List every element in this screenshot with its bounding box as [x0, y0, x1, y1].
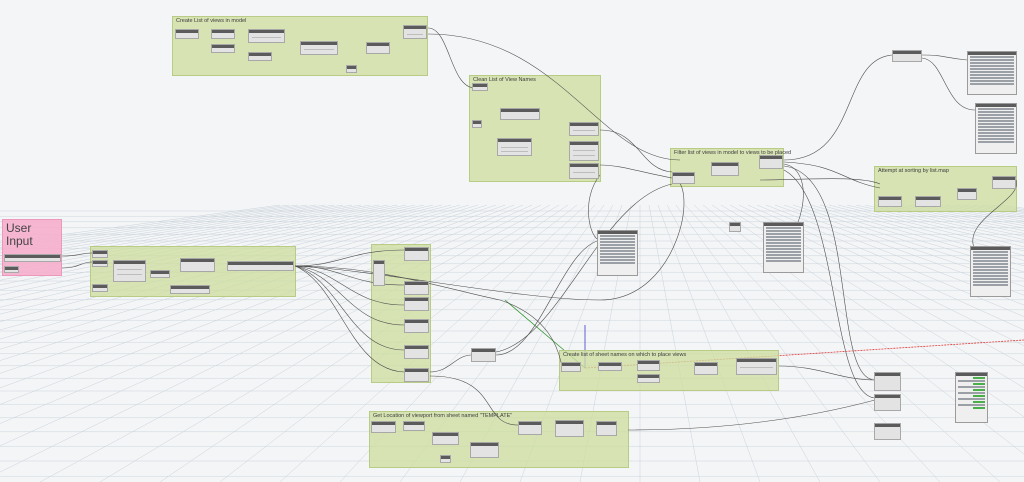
- node[interactable]: [371, 421, 396, 433]
- node[interactable]: [92, 260, 108, 267]
- group-title: Create List of views in model: [176, 18, 247, 24]
- node[interactable]: [497, 138, 532, 156]
- node[interactable]: [211, 44, 235, 53]
- node[interactable]: [518, 421, 542, 435]
- node[interactable]: [113, 260, 146, 282]
- node[interactable]: [598, 362, 622, 371]
- node[interactable]: [569, 163, 599, 179]
- node[interactable]: [596, 421, 617, 436]
- watch-node[interactable]: [597, 230, 638, 276]
- node[interactable]: [736, 358, 777, 375]
- group-title: User Input: [6, 221, 33, 248]
- node[interactable]: [4, 254, 61, 262]
- node[interactable]: [637, 374, 660, 383]
- node[interactable]: [404, 319, 429, 333]
- node[interactable]: [892, 50, 922, 62]
- node[interactable]: [404, 345, 429, 359]
- node[interactable]: [470, 442, 499, 458]
- node[interactable]: [729, 222, 741, 232]
- node[interactable]: [472, 120, 482, 128]
- node[interactable]: [404, 368, 429, 382]
- node[interactable]: [637, 360, 660, 371]
- watch-node[interactable]: [763, 222, 804, 273]
- node[interactable]: [759, 155, 783, 169]
- node[interactable]: [211, 29, 235, 39]
- group-title: Create list of sheet names on which to p…: [563, 352, 687, 358]
- group-title: Get Location of viewport from sheet name…: [373, 413, 513, 419]
- node[interactable]: [569, 141, 599, 161]
- node[interactable]: [180, 258, 215, 272]
- node[interactable]: [694, 362, 718, 375]
- watch-node-with-booleans[interactable]: [955, 372, 988, 423]
- node[interactable]: [957, 188, 977, 200]
- node[interactable]: [300, 41, 338, 55]
- node[interactable]: [175, 29, 199, 39]
- node[interactable]: [4, 266, 19, 273]
- node[interactable]: [555, 420, 584, 437]
- node[interactable]: [366, 42, 390, 54]
- node[interactable]: [878, 196, 902, 207]
- node[interactable]: [874, 372, 901, 391]
- node[interactable]: [432, 432, 459, 445]
- node[interactable]: [404, 281, 429, 295]
- watch-node[interactable]: [975, 103, 1017, 154]
- node[interactable]: [711, 162, 739, 176]
- node[interactable]: [373, 260, 385, 286]
- node[interactable]: [569, 122, 599, 136]
- node[interactable]: [472, 83, 488, 91]
- node[interactable]: [471, 348, 496, 362]
- node[interactable]: [915, 196, 941, 207]
- node[interactable]: [403, 25, 427, 39]
- watch-node[interactable]: [970, 246, 1011, 297]
- node[interactable]: [500, 108, 540, 120]
- node[interactable]: [92, 284, 108, 292]
- node[interactable]: [561, 362, 581, 372]
- node[interactable]: [404, 297, 429, 311]
- node[interactable]: [248, 52, 272, 61]
- node[interactable]: [346, 65, 357, 73]
- node[interactable]: [992, 176, 1016, 189]
- node[interactable]: [874, 394, 901, 411]
- node[interactable]: [874, 423, 901, 440]
- node[interactable]: [672, 172, 695, 184]
- node[interactable]: [150, 270, 170, 278]
- node[interactable]: [227, 261, 294, 271]
- group-user-input[interactable]: User Input: [2, 219, 62, 276]
- node[interactable]: [92, 250, 108, 258]
- group-viewport-location[interactable]: Get Location of viewport from sheet name…: [369, 411, 629, 468]
- node[interactable]: [170, 285, 210, 294]
- node[interactable]: [440, 455, 451, 463]
- node[interactable]: [404, 247, 429, 261]
- node[interactable]: [403, 421, 425, 431]
- group-title: Filter list of views in model to views t…: [674, 150, 792, 156]
- group-title: Attempt at sorting by list.map: [878, 168, 949, 174]
- node[interactable]: [248, 29, 285, 43]
- watch-node[interactable]: [967, 51, 1017, 95]
